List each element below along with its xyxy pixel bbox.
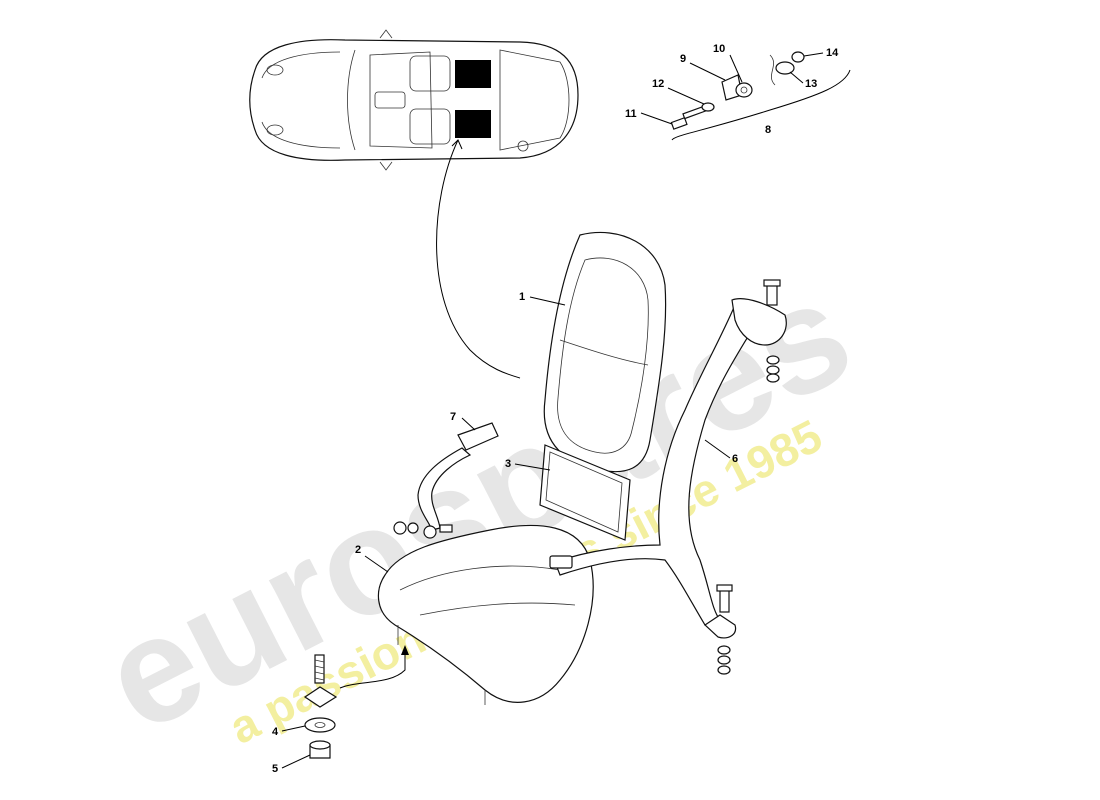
callout-2: 2 — [355, 544, 389, 573]
callout-label-6: 6 — [732, 453, 738, 465]
seat-fixings — [303, 645, 409, 759]
callout-6: 6 — [704, 439, 738, 465]
callout-label-5: 5 — [272, 763, 278, 775]
callout-label-2: 2 — [355, 544, 361, 556]
callout-label-11: 11 — [625, 108, 637, 120]
callout-label-1: 1 — [519, 291, 525, 303]
callout-5: 5 — [272, 754, 311, 775]
callout-12: 12 — [652, 78, 705, 105]
mounting-hardware-group — [670, 51, 851, 141]
callout-label-3: 3 — [505, 458, 511, 470]
callout-label-12: 12 — [652, 78, 664, 90]
car-top-view — [249, 29, 579, 171]
callout-4: 4 — [272, 725, 306, 738]
callout-label-14: 14 — [826, 47, 839, 59]
callout-7: 7 — [450, 411, 476, 431]
callout-9: 9 — [680, 53, 726, 81]
seat-location-marker-bottom — [455, 110, 491, 138]
seat-back — [543, 231, 667, 473]
callout-label-7: 7 — [450, 411, 456, 423]
callout-3: 3 — [505, 458, 551, 471]
callout-label-4: 4 — [272, 726, 279, 738]
location-leader-line — [436, 139, 521, 379]
callout-label-9: 9 — [680, 53, 686, 65]
callout-11: 11 — [625, 108, 673, 125]
seat-belt — [549, 279, 787, 675]
seat-belt-buckle — [393, 422, 499, 539]
callout-label-10: 10 — [713, 43, 725, 55]
seat-base — [377, 524, 594, 705]
seat-location-marker-top — [455, 60, 491, 88]
callout-13: 13 — [789, 71, 817, 90]
callout-label-13: 13 — [805, 78, 817, 90]
callout-10: 10 — [713, 43, 743, 83]
seat-cushion — [539, 444, 631, 541]
callout-14: 14 — [803, 47, 839, 59]
callout-1: 1 — [519, 291, 566, 306]
callout-8: 8 — [765, 124, 771, 136]
callout-label-8: 8 — [765, 124, 771, 136]
